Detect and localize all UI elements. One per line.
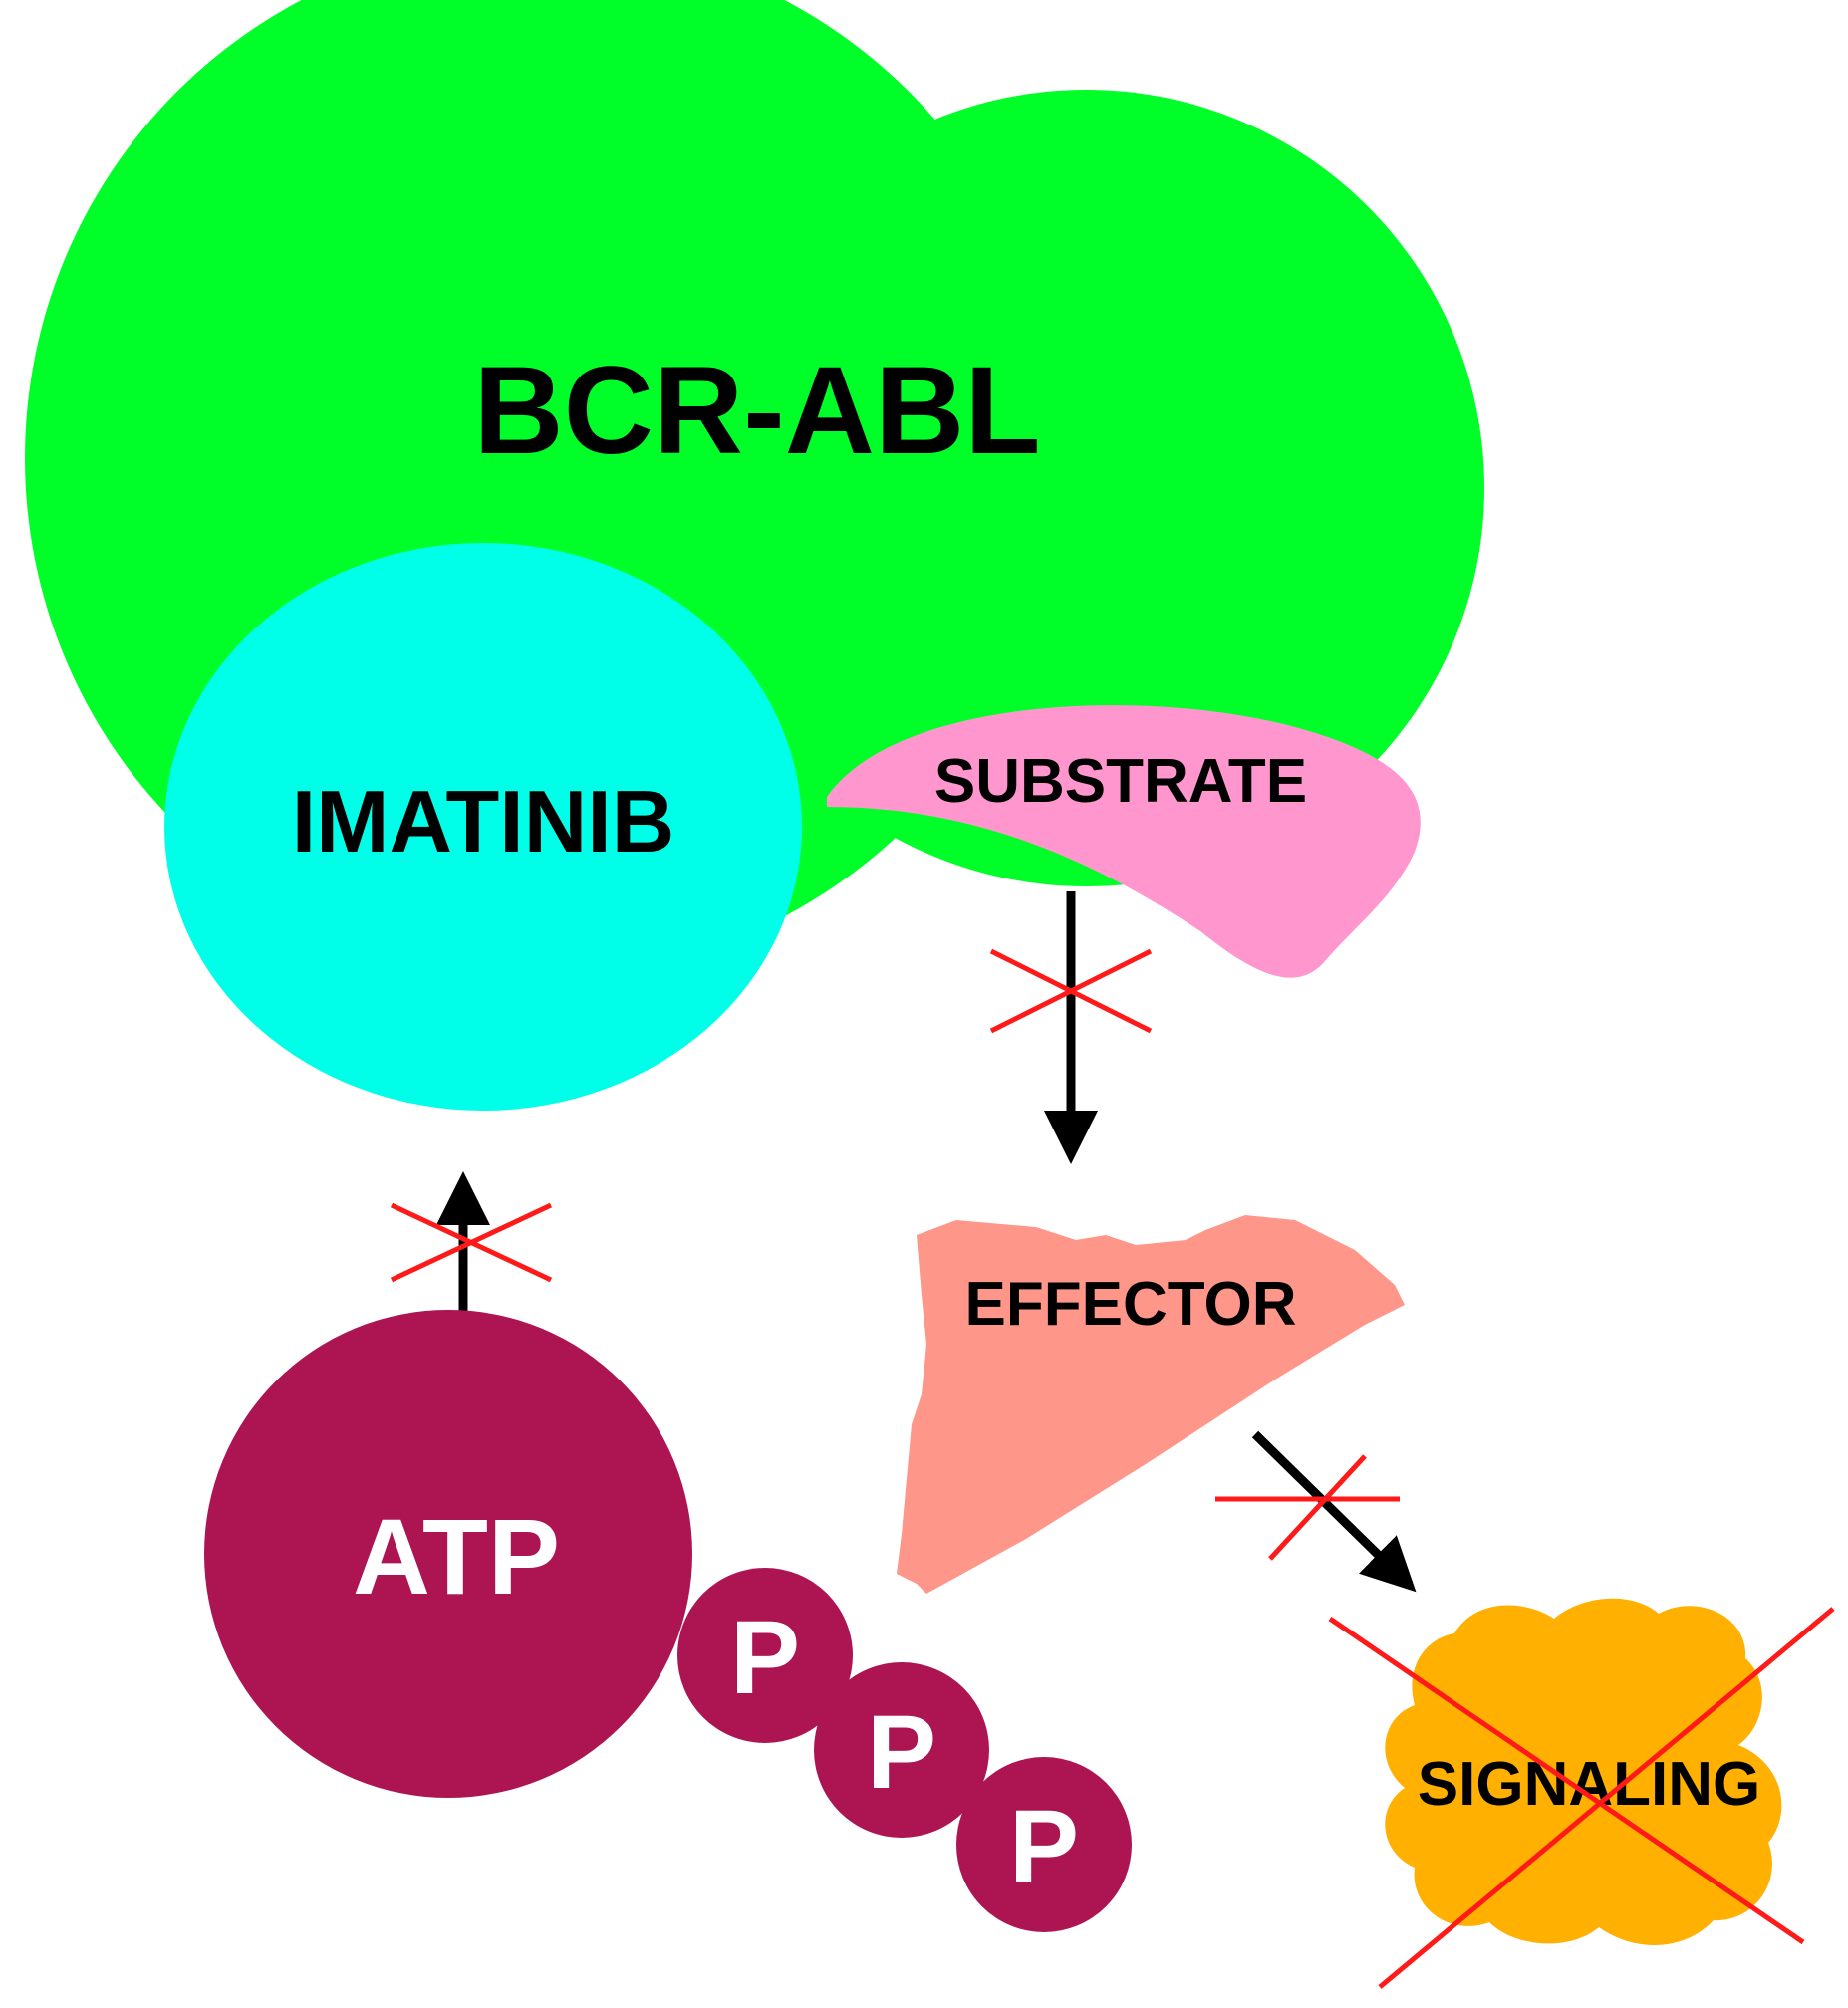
signaling-outcome: SIGNALING — [1328, 1598, 1835, 1989]
phosphate-label: P — [1009, 1789, 1079, 1905]
red-x-icon — [1328, 1607, 1835, 1989]
substrate-molecule: SUBSTRATE — [827, 705, 1421, 978]
phosphate-circle — [956, 1757, 1132, 1932]
substrate-shape — [827, 705, 1421, 978]
bcr-abl-label: BCR-ABL — [473, 342, 1040, 480]
substrate-to-effector-arrow — [989, 891, 1153, 1164]
atp-to-site-arrow — [390, 1171, 553, 1315]
substrate-label: SUBSTRATE — [934, 747, 1307, 816]
imatinib-label: IMATINIB — [292, 772, 675, 871]
bcr-abl-right-lobe — [687, 90, 1484, 886]
effector-molecule: EFFECTOR — [897, 1215, 1405, 1594]
effector-label: EFFECTOR — [965, 1270, 1297, 1339]
atp-molecule: ATP P P P — [204, 1310, 1132, 1932]
arrow-shaft — [1251, 1430, 1417, 1593]
phosphate-circle — [677, 1568, 853, 1743]
atp-label: ATP — [353, 1496, 560, 1617]
red-x-icon — [1215, 1454, 1400, 1561]
effector-shape — [897, 1215, 1405, 1594]
imatinib-molecule: IMATINIB — [164, 543, 802, 1111]
phosphate-label: P — [867, 1694, 936, 1811]
red-x-icon — [989, 948, 1153, 1034]
effector-to-signaling-arrow — [1215, 1430, 1417, 1593]
atp-circle — [204, 1310, 692, 1798]
signaling-label: SIGNALING — [1418, 1750, 1760, 1819]
phosphate-circle — [814, 1662, 989, 1838]
imatinib-circle — [164, 543, 802, 1111]
red-x-icon — [390, 1202, 553, 1283]
phosphate-label: P — [730, 1600, 800, 1716]
